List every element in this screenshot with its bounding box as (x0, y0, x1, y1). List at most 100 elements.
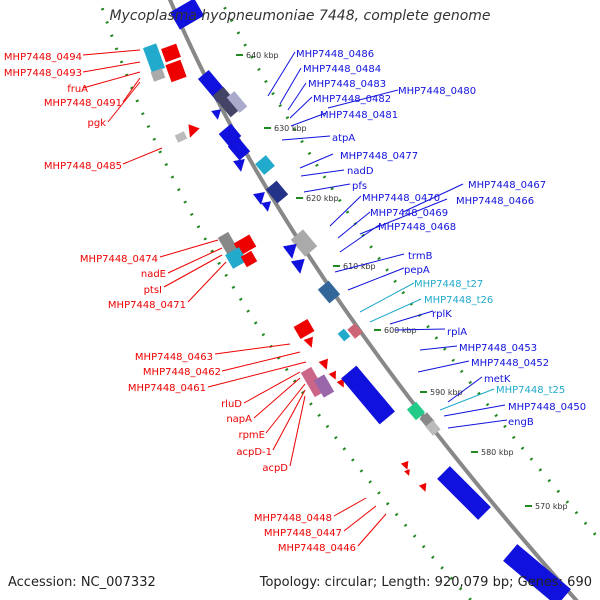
gene-arrow-0485 (188, 124, 200, 138)
gene-label: atpA (332, 133, 355, 144)
gene-block-engB (503, 544, 571, 600)
label-leader-line (329, 195, 362, 227)
gene-label: nadE (141, 269, 166, 280)
label-leader-line (82, 71, 141, 89)
label-leader-line (419, 345, 458, 351)
kbp-tick-label: 610 kbp (343, 262, 376, 271)
label-leader-line (107, 81, 141, 123)
label-leader-line (187, 261, 227, 303)
gene-arrow-rpmE (328, 370, 336, 380)
gene-block-t27 (317, 280, 341, 304)
gene-label: trmB (408, 251, 433, 262)
gene-arrow-0461 (318, 358, 328, 370)
kbp-tick-label: 570 kbp (535, 502, 568, 511)
gene-block-rplA (341, 365, 395, 425)
gene-block-0491 (150, 68, 166, 82)
gene-label: acpD-1 (236, 447, 272, 458)
gene-block-pfs (265, 180, 289, 204)
gene-label: MHP7448_0450 (508, 402, 586, 413)
label-leader-line (343, 505, 377, 532)
gene-label: MHP7448_t25 (496, 385, 565, 396)
gene-block-nadD (255, 155, 275, 175)
label-leader-line (290, 112, 327, 127)
label-leader-line (243, 371, 301, 404)
gene-label: MHP7448_0446 (278, 543, 356, 554)
gene-label: acpD (262, 463, 288, 474)
gene-arrow-acpD1 (336, 378, 344, 388)
gene-block-rplK (347, 323, 363, 339)
gene-label: MHP7448_0494 (4, 52, 82, 63)
gene-label: MHP7448_0470 (362, 193, 440, 204)
gene-layer (142, 0, 571, 600)
gene-block-0494 (142, 43, 166, 73)
gene-label: MHP7448_0447 (264, 528, 342, 539)
gene-arrow-0470 (253, 192, 265, 205)
gene-block-0485b (174, 131, 188, 143)
label-leader-line (267, 51, 296, 97)
gene-label: napA (226, 414, 252, 425)
gene-label: metK (484, 374, 511, 385)
gene-label: engB (508, 417, 534, 428)
gene-label: rplK (432, 309, 452, 320)
label-leader-line (279, 67, 302, 105)
gene-label: MHP7448_0463 (135, 352, 213, 363)
label-leader-layer (82, 49, 508, 547)
gene-label: MHP7448_0493 (4, 68, 82, 79)
label-leader-line (439, 388, 495, 411)
gene-block-rluD (300, 366, 326, 398)
label-leader-line (82, 49, 141, 56)
gene-label: MHP7448_0452 (471, 358, 549, 369)
genome-backbone (167, 0, 579, 600)
label-leader-line (339, 224, 380, 253)
gene-block-0471 (240, 250, 258, 268)
gene-label: rpmE (238, 430, 265, 441)
gene-block-0483 (226, 91, 248, 113)
label-leader-line (122, 147, 163, 165)
gene-label: MHP7448_0462 (143, 367, 221, 378)
kbp-tick-label: 580 kbp (481, 448, 514, 457)
gene-label: MHP7448_0474 (80, 254, 158, 265)
label-leader-line (402, 183, 464, 213)
label-leader-line (447, 376, 483, 403)
gene-label: MHP7448_0453 (459, 343, 537, 354)
gene-label: MHP7448_0491 (44, 98, 122, 109)
gene-label: rplA (447, 327, 467, 338)
gene-block-0484 (212, 86, 242, 118)
gene-label: MHP7448_0482 (313, 94, 391, 105)
gene-label: MHP7448_0483 (308, 79, 386, 90)
label-leader-line (389, 310, 434, 325)
label-leader-line (303, 183, 351, 193)
gene-label: nadD (347, 166, 374, 177)
gene-label: MHP7448_0481 (320, 110, 398, 121)
genome-title: Mycoplasma hyopneumoniae 7448, complete … (109, 8, 491, 24)
gene-label: MHP7448_0448 (254, 513, 332, 524)
label-leader-line (289, 395, 306, 467)
gene-label: MHP7448_0469 (370, 208, 448, 219)
label-leader-line (359, 282, 415, 313)
gene-label: MHP7448_0468 (378, 222, 456, 233)
gene-arrow-0482 (211, 109, 222, 120)
label-leader-line (207, 361, 307, 388)
gene-label: pepA (404, 265, 430, 276)
label-leader-line (299, 153, 334, 169)
gene-label: MHP7448_0471 (108, 300, 186, 311)
label-leader-line (369, 298, 422, 323)
gene-block-0463 (293, 318, 315, 340)
label-leader-line (443, 404, 506, 417)
kbp-tick-label: 590 kbp (430, 388, 463, 397)
label-leader-line (447, 419, 508, 429)
gene-block-0493 (161, 43, 181, 63)
gene-block-0453 (406, 401, 426, 421)
label-leader-line (357, 513, 387, 547)
gene-label: MHP7448_0466 (456, 196, 534, 207)
label-leader-line (221, 351, 301, 372)
gene-block-top (169, 0, 205, 30)
gene-label: ptsI (144, 285, 162, 296)
kbp-tick-label: 620 kbp (306, 194, 339, 203)
gene-block-0450 (437, 466, 491, 520)
label-leader-line (287, 82, 307, 111)
gene-label: fruA (67, 84, 88, 95)
gene-label: MHP7448_0484 (303, 64, 381, 75)
label-leader-line (214, 343, 291, 355)
